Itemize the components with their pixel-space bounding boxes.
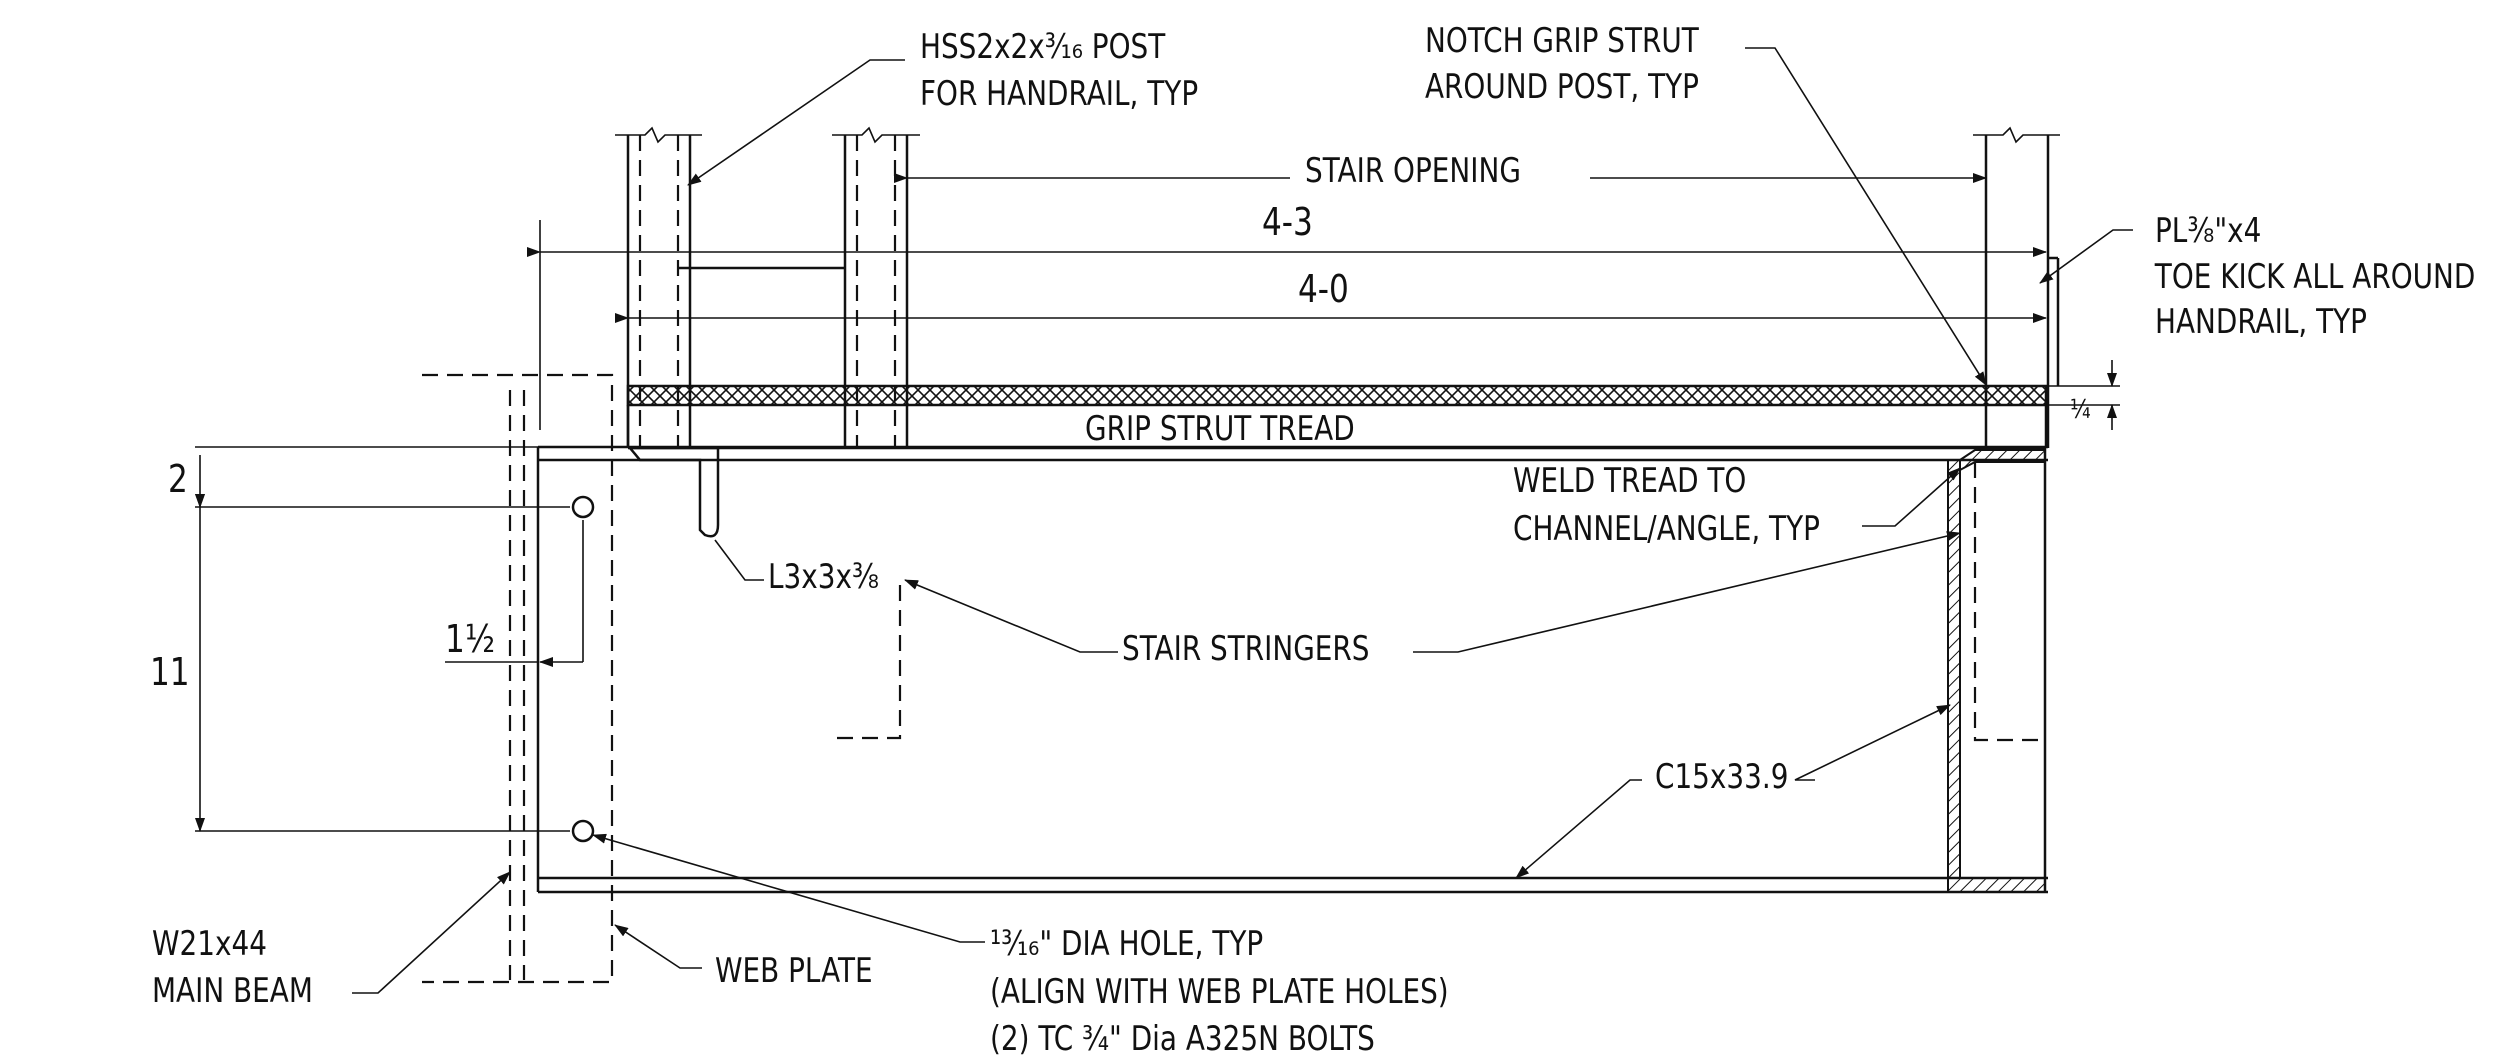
label-stair-opening: STAIR OPENING [1305,151,1521,190]
dimension-2-line [195,446,570,832]
hss-post-right [1973,126,2060,448]
label-dimension-4-0: 4-0 [1298,268,1349,312]
bolt-hole-bottom [571,819,595,843]
dimension-quarter-line [2046,360,2120,430]
dimension-1-half-line [445,520,584,667]
label-toe-kick-plate-line2: TOE KICK ALL AROUND [2154,257,2475,296]
dimension-4-3-line [527,220,2047,430]
label-stair-stringers: STAIR STRINGERS [1122,629,1369,668]
label-dimension-quarter: ¼ [2070,394,2091,425]
label-grip-strut-tread: GRIP STRUT TREAD [1085,409,1355,448]
channel-section-hatch [1947,459,2046,893]
label-angle-l3x3: L3x3x³⁄₈ [768,557,879,596]
label-dimension-4-3: 4-3 [1262,201,1313,245]
toe-kick-plate [678,256,2060,386]
label-hss-post-line1: HSS2x2x³⁄₁₆ POST [920,27,1166,66]
stringer-channel [538,445,2048,894]
label-main-beam-line1: W21x44 [152,924,267,963]
label-channel-c15x33-9: C15x33.9 [1655,757,1788,796]
angle-l3x3 [627,446,902,740]
leader-lines [352,47,2133,994]
label-notch-grip-strut-line2: AROUND POST, TYP [1425,67,1699,106]
hss-post-middle [832,126,920,448]
label-weld-tread-line2: CHANNEL/ANGLE, TYP [1513,509,1820,548]
label-toe-kick-plate-line3: HANDRAIL, TYP [2155,302,2367,341]
bolt-hole-top [571,495,595,519]
label-dimension-11: 11 [150,651,190,695]
label-hole-line1: ¹³⁄₁₆" DIA HOLE, TYP [990,924,1263,963]
grip-strut-tread [626,384,2048,450]
label-toe-kick-plate-line1: PL³⁄₈"x4 [2155,211,2261,250]
label-notch-grip-strut-line1: NOTCH GRIP STRUT [1425,21,1700,60]
label-hole-line3: (2) TC ¾" Dia A325N BOLTS [990,1019,1375,1058]
hss-post-left [615,126,702,448]
label-weld-tread-line1: WELD TREAD TO [1513,461,1746,500]
label-dimension-2: 2 [168,458,188,502]
label-dimension-1-half: 1½ [445,618,495,662]
label-main-beam-line2: MAIN BEAM [152,971,313,1010]
label-hole-line2: (ALIGN WITH WEB PLATE HOLES) [990,972,1449,1011]
label-web-plate: WEB PLATE [715,951,873,990]
label-hss-post-line2: FOR HANDRAIL, TYP [920,74,1198,113]
